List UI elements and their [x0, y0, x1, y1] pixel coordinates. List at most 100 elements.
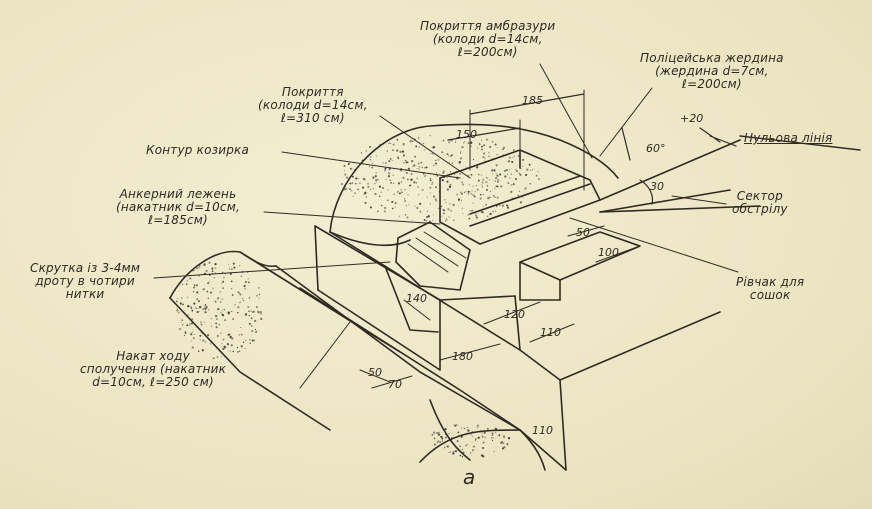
- leader-beam: [599, 87, 653, 157]
- stipple-group: [175, 135, 540, 458]
- label-anchor-log-line1: Анкерний лежень: [119, 187, 237, 201]
- dim-50b-line: [567, 225, 605, 237]
- mound-outline: [329, 123, 619, 233]
- label-anchor-log: Анкерний лежень (накатник d=10см, ℓ=185с…: [116, 188, 240, 227]
- leader-glacis: [281, 151, 461, 179]
- dim-180-line: [439, 343, 501, 361]
- dim-60: 60°: [646, 142, 666, 155]
- label-fire-sector-line2: обстрілу: [732, 202, 788, 216]
- label-wire-twist-line2: дроту в чотири: [35, 274, 135, 288]
- log-bundle-lines: [407, 231, 467, 273]
- dim-50a: 50: [368, 366, 382, 379]
- dim-140-line: [403, 299, 431, 321]
- embrasure-slot2: [469, 183, 591, 227]
- roof-box-left: [439, 177, 481, 245]
- label-sled-niche-line1: Рівчак для: [736, 275, 805, 289]
- dim-120-line: [483, 301, 541, 325]
- label-wire-twist-line1: Скрутка із 3-4мм: [30, 261, 141, 275]
- label-sled-niche-line2: сошок: [749, 288, 791, 302]
- label-table-beam-line2: (жердина d=7см,: [655, 64, 769, 78]
- label-wire-twist-line3: нитки: [65, 287, 105, 301]
- leader-trench: [299, 321, 351, 389]
- sector-arc: [639, 179, 654, 205]
- label-embrasure-cover-line1: Покриття амбразури: [420, 19, 556, 33]
- parapet-right-face: [514, 295, 521, 351]
- label-roof-cover: Покриття (колоди d=14см, ℓ=310 см): [258, 86, 368, 125]
- label-embrasure-cover-line2: (колоди d=14см,: [432, 32, 543, 46]
- leader-sector: [671, 195, 727, 205]
- dim-plus20: +20: [680, 112, 704, 125]
- platform-edge: [519, 261, 561, 301]
- zero-line-mark: [739, 135, 861, 151]
- dim-70: 70: [388, 378, 402, 391]
- label-embrasure-cover: Покриття амбразури (колоди d=14см, ℓ=200…: [420, 20, 555, 59]
- figure-caption: а: [463, 465, 476, 489]
- dim-110b: 110: [532, 424, 553, 437]
- dim-100-line: [595, 245, 641, 263]
- trench-left-wall: [275, 265, 521, 431]
- angle-arrow: [621, 127, 631, 161]
- leader-roof: [379, 115, 471, 179]
- roof-box-top: [439, 149, 601, 201]
- roof-box-front: [479, 199, 601, 245]
- dim-120: 120: [504, 308, 525, 321]
- parapet-front-face: [317, 289, 441, 371]
- dim-185-line: [469, 93, 585, 115]
- leader-niche: [569, 217, 739, 273]
- dim-180: 180: [452, 350, 473, 363]
- label-zero-line: Нульова лінія: [744, 131, 833, 145]
- sector-line-upper: [599, 139, 741, 201]
- label-anchor-log-line2: (накатник d=10см,: [116, 200, 240, 214]
- platform-top: [519, 231, 641, 281]
- sector-line-lower: [599, 189, 731, 213]
- label-glacis-contour: Контур козирка: [146, 143, 250, 157]
- dim-110-line: [529, 323, 575, 343]
- embrasure-slot: [469, 175, 581, 215]
- mound-base: [329, 231, 411, 247]
- label-trench-cover-line1: Накат ходу: [116, 349, 190, 363]
- dim-70-line: [371, 375, 413, 389]
- dim-185: 185: [522, 94, 543, 107]
- label-trench-cover-line3: d=10см, ℓ=250 см): [92, 375, 214, 389]
- trench-right-wall: [329, 231, 721, 381]
- dim-110a: 110: [540, 326, 561, 339]
- label-table-beam: Поліцейська жердина (жердина d=7см, ℓ=20…: [640, 52, 784, 91]
- leader-wire: [153, 261, 391, 279]
- label-fire-sector: Сектор обстрілу: [732, 190, 788, 216]
- leader-anchor: [263, 211, 441, 225]
- label-table-beam-line1: Поліцейська жердина: [640, 51, 784, 65]
- label-anchor-log-line3: ℓ=185см): [148, 213, 208, 227]
- label-fire-sector-line1: Сектор: [736, 189, 783, 203]
- dim-140: 140: [406, 292, 427, 305]
- dim-50b: 50: [576, 226, 590, 239]
- label-table-beam-line3: ℓ=200см): [681, 77, 742, 91]
- label-roof-cover-line1: Покриття: [281, 85, 344, 99]
- trench-bottom: [419, 429, 567, 471]
- dim-100: 100: [598, 246, 619, 259]
- label-roof-cover-line3: ℓ=310 см): [280, 111, 345, 125]
- log-bundle: [395, 221, 471, 291]
- sector-baseline: [599, 205, 761, 213]
- left-berm-outline: [169, 250, 277, 299]
- dim-30: 30: [650, 180, 664, 193]
- trench-floor-left: [299, 287, 521, 431]
- parapet-front-left: [314, 225, 319, 291]
- trench-right-outer: [559, 379, 567, 471]
- label-embrasure-cover-line3: ℓ=200см): [457, 45, 518, 59]
- dim-150-line: [447, 127, 521, 141]
- left-berm-base: [169, 297, 331, 431]
- label-sled-niche: Рівчак для сошок: [736, 276, 804, 302]
- dim-verticals: [469, 89, 585, 191]
- zero-line-arrow: [699, 127, 737, 147]
- label-wire-twist: Скрутка із 3-4мм дроту в чотири нитки: [30, 262, 140, 301]
- label-trench-cover-line2: сполучення (накатник: [80, 362, 227, 376]
- dim-150: 150: [456, 128, 477, 141]
- label-roof-cover-line2: (колоди d=14см,: [258, 98, 368, 112]
- trench-end-slope: [519, 429, 546, 471]
- label-trench-cover: Накат ходу сполучення (накатник d=10см, …: [80, 350, 226, 389]
- trench-end-left: [429, 399, 471, 461]
- leader-embrasure: [539, 63, 593, 159]
- dim-50-line: [359, 369, 391, 383]
